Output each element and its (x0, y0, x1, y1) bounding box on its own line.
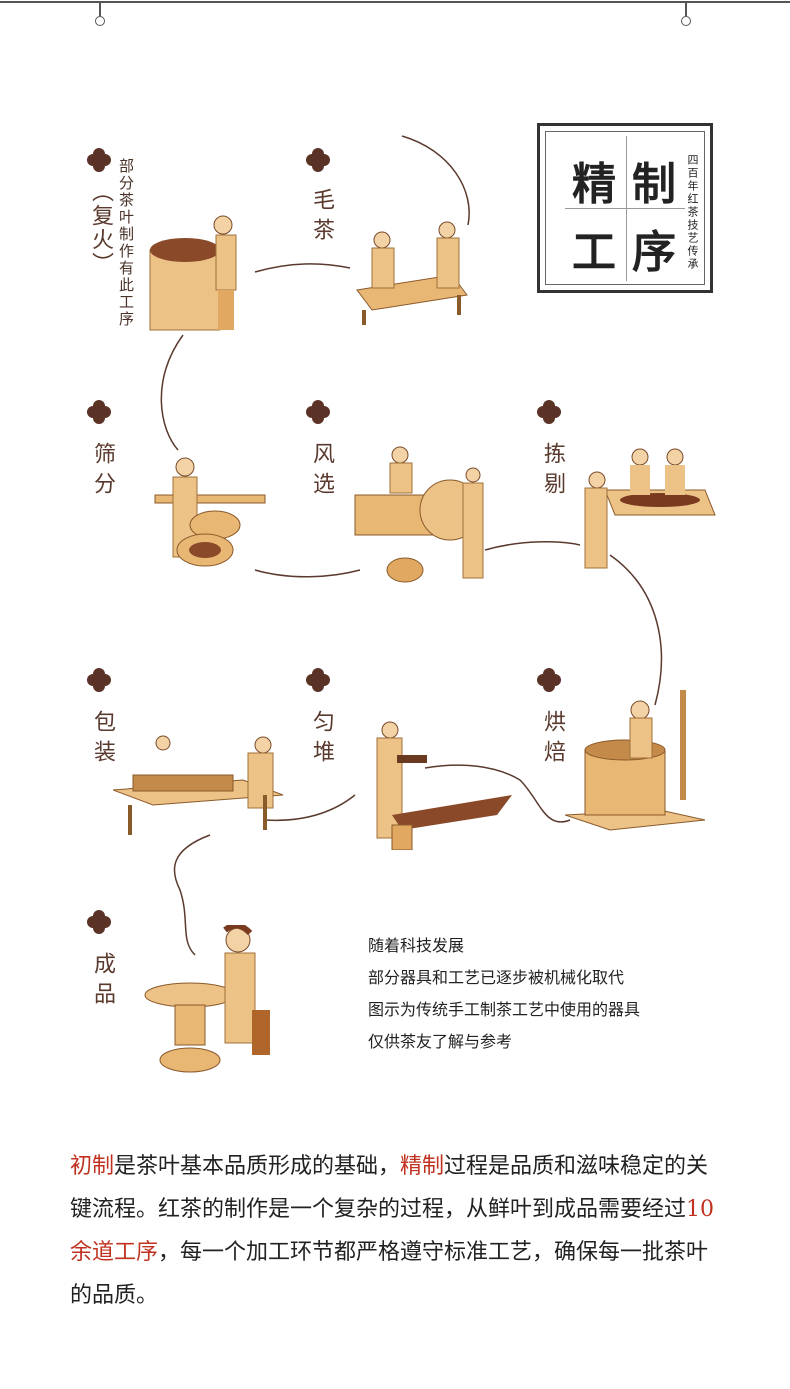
process-path (160, 135, 663, 956)
note-line: 随着科技发展 (368, 936, 465, 955)
note-line: 部分器具和工艺已逐步被机械化取代 (368, 968, 625, 987)
seal-char: 工 (572, 227, 616, 278)
step-label: 包装 (90, 710, 115, 770)
step-label: 筛分 (90, 442, 115, 502)
seal-subtitle: 四百年红茶技艺传承 (686, 154, 699, 271)
illustration-blending (376, 721, 512, 850)
step-label: （复火） (88, 180, 113, 276)
quatrefoil-icon (537, 668, 561, 692)
highlight-text: 初制 (70, 1154, 115, 1179)
notes-block: 随着科技发展 部分器具和工艺已逐步被机械化取代 图示为传统手工制茶工艺中使用的器… (368, 930, 640, 1058)
ring-icon (681, 16, 691, 26)
quatrefoil-icon (537, 400, 561, 424)
step-label: 拣剔 (540, 442, 565, 502)
quatrefoil-icon (87, 400, 111, 424)
quatrefoil-icon (306, 400, 330, 424)
hanger (99, 2, 101, 16)
step-label: 成品 (90, 952, 115, 1012)
illustration-finished-tea (144, 925, 270, 1073)
step-label: 烘焙 (540, 710, 565, 770)
illustration-baking (565, 690, 706, 831)
illustration-winnowing (354, 446, 484, 583)
step-label: 匀堆 (309, 710, 334, 770)
seal-char: 序 (632, 227, 676, 278)
step-label: 风选 (309, 442, 334, 502)
highlight-text: 精制 (400, 1154, 445, 1179)
illustration-refiring (149, 215, 237, 331)
hanger (685, 2, 687, 16)
quatrefoil-icon (87, 148, 111, 172)
quatrefoil-icon (87, 910, 111, 934)
note-line: 仅供茶友了解与参考 (368, 1032, 513, 1051)
ring-icon (95, 16, 105, 26)
highlight-text: 10余道工序 (70, 1197, 715, 1265)
quatrefoil-icon (87, 668, 111, 692)
quatrefoil-icon (306, 148, 330, 172)
paragraph-text: 是茶叶基本品质形成的基础， (114, 1154, 401, 1179)
illustration-sieving (154, 457, 266, 567)
description-paragraph: 初制是茶叶基本品质形成的基础，精制过程是品质和滋味稳定的关键流程。红茶的制作是一… (70, 1145, 730, 1317)
note-line: 图示为传统手工制茶工艺中使用的器具 (368, 1000, 641, 1019)
seal-char: 精 (572, 159, 616, 210)
illustration-sorting (584, 448, 716, 569)
title-seal: 精 制 工 序 四百年红茶技艺传承 (537, 123, 713, 293)
illustration-packing (113, 735, 284, 835)
step-label: 毛茶 (309, 188, 334, 248)
illustration-raw-tea (356, 221, 468, 325)
step-note: 部分茶叶制作有此工序 (117, 158, 135, 328)
quatrefoil-icon (306, 668, 330, 692)
paragraph-text: ，每一个加工环节都严格遵守标准工艺，确保每一批茶叶的品质。 (70, 1240, 709, 1308)
top-rule (0, 1, 790, 3)
paragraph-text: 过程是品质和滋味稳定的关键流程。红茶的制作是一个复杂的过程，从鲜叶到成品需要经过 (70, 1154, 709, 1222)
seal-char: 制 (632, 159, 676, 210)
